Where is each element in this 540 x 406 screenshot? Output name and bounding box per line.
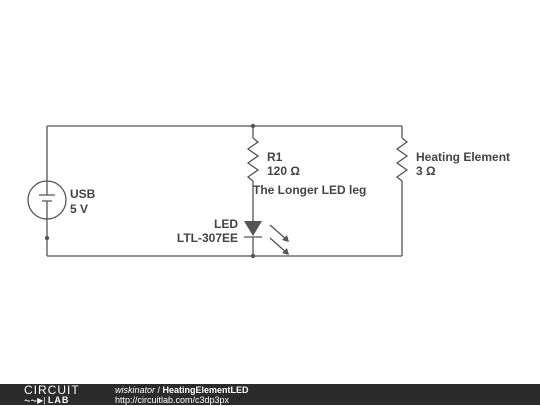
resistor-diode-icon: ⏦⏦▶| (24, 396, 46, 405)
heating-element-label: Heating Element (416, 150, 510, 164)
led-leg-annotation: The Longer LED leg (253, 183, 366, 197)
usb-label: USB (70, 187, 96, 201)
path-separator: / (155, 385, 163, 395)
usb-voltage: 5 V (70, 202, 88, 216)
led-label: LED (214, 217, 238, 231)
usb-source-symbol (27, 180, 67, 220)
led-part-number: LTL-307EE (177, 231, 238, 245)
r1-value: 120 Ω (267, 164, 300, 178)
author-link[interactable]: wiskinator (115, 385, 156, 395)
logo-wordmark-bottom: LAB (47, 395, 70, 405)
circuit-title-link[interactable]: HeatingElementLED (162, 385, 249, 395)
junction-dot-top (250, 123, 256, 129)
heating-element-value: 3 Ω (416, 164, 436, 178)
circuit-schematic: USB 5 V R1 120 Ω The Longer LED leg LED … (27, 123, 510, 259)
junction-dot (44, 235, 50, 241)
heating-element-symbol (395, 137, 409, 182)
circuit-meta: wiskinator / HeatingElementLED http://ci… (115, 385, 249, 405)
led-symbol (244, 221, 289, 256)
circuitlab-logo[interactable]: CIRCUIT ⏦⏦▶| LAB (24, 384, 94, 405)
r1-label: R1 (267, 150, 283, 164)
junction-dot-bottom (250, 253, 256, 259)
footer-bar: CIRCUIT ⏦⏦▶| LAB wiskinator / HeatingEle… (0, 384, 540, 405)
logo-wordmark-top: CIRCUIT (24, 383, 80, 397)
resistor-r1-symbol (246, 137, 260, 182)
circuit-url[interactable]: http://circuitlab.com/c3dp3px (115, 395, 230, 405)
